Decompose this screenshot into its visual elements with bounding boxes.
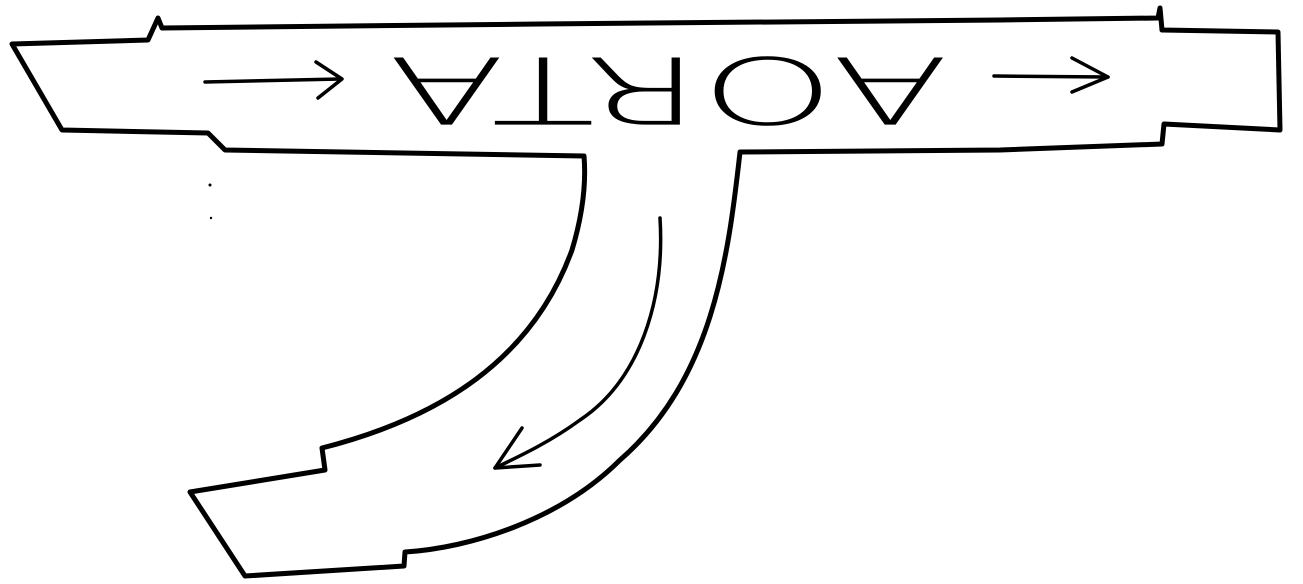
curved-arrow-icon [495,218,661,468]
aorta-label: AORTA [388,36,948,143]
arrow-right-icon [994,58,1108,92]
speck [209,184,212,187]
aorta-label-group: AORTA [388,36,948,143]
arrow-right-icon [205,62,342,98]
speck [210,217,212,219]
